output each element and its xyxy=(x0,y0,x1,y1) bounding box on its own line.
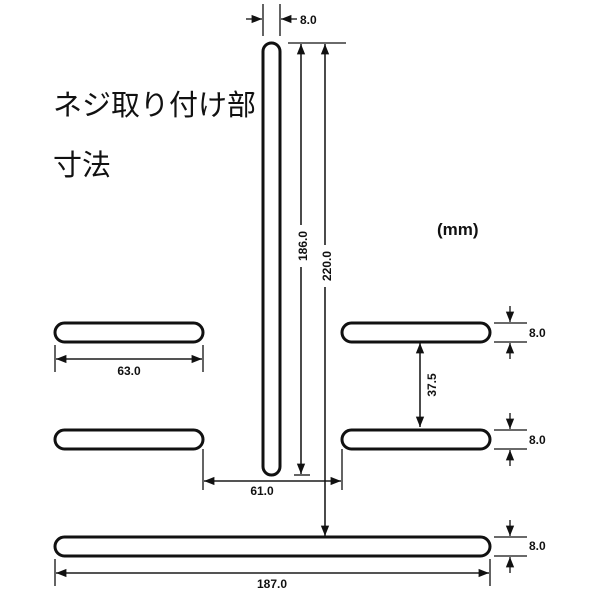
label-186: 186.0 xyxy=(296,231,310,261)
label-63: 63.0 xyxy=(117,364,141,378)
label-187: 187.0 xyxy=(257,577,287,591)
label-8-bottom: 8.0 xyxy=(529,539,546,553)
dim-vertical-lengths: 186.0 220.0 xyxy=(288,42,346,536)
slot-right-upper xyxy=(340,321,492,344)
dim-bottom-slot-length: 187.0 xyxy=(54,559,491,591)
slot-bottom xyxy=(53,535,492,558)
dim-short-slot-length: 63.0 xyxy=(54,345,204,378)
slot-left-lower xyxy=(53,428,205,451)
dim-right-upper-width: 8.0 xyxy=(494,306,546,359)
label-61: 61.0 xyxy=(250,484,274,498)
dim-vertical-slot-width: 8.0 xyxy=(246,4,317,36)
vertical-slot xyxy=(261,41,282,477)
unit-label: (mm) xyxy=(437,220,479,239)
label-8-top: 8.0 xyxy=(300,13,317,27)
label-8-right-upper: 8.0 xyxy=(529,326,546,340)
dim-slot-pitch: 37.5 xyxy=(415,343,439,427)
label-220: 220.0 xyxy=(320,251,334,281)
dim-right-lower-width: 8.0 xyxy=(494,413,546,466)
title-line-1: ネジ取り付け部 xyxy=(53,88,257,122)
label-37-5: 37.5 xyxy=(425,373,439,397)
dim-slot-gap: 61.0 xyxy=(202,449,343,498)
slot-left-upper xyxy=(53,321,205,344)
slot-right-lower xyxy=(340,428,492,451)
title-line-2: 寸法 xyxy=(53,148,112,182)
label-8-right-lower: 8.0 xyxy=(529,433,546,447)
dim-bottom-slot-width: 8.0 xyxy=(494,520,546,573)
